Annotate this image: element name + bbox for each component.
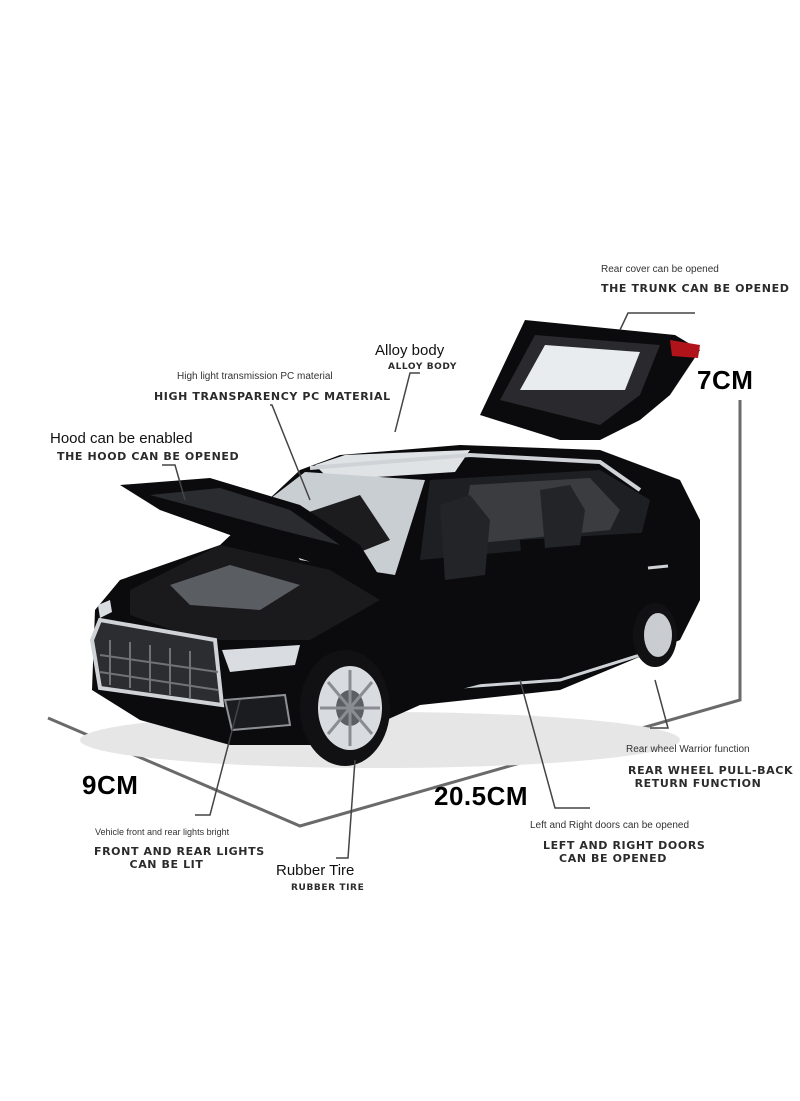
rearwheel-title-label: REAR WHEEL PULL-BACK RETURN FUNCTION <box>628 764 794 790</box>
front-end <box>89 600 300 732</box>
rearwheel-title-line1: REAR WHEEL PULL-BACK <box>628 764 794 777</box>
trunk-sub-label: Rear cover can be opened <box>601 264 719 275</box>
trunk-lid <box>480 320 700 440</box>
length-dimension-label: 20.5CM <box>434 781 529 811</box>
tire-title-label: RUBBER TIRE <box>291 883 365 893</box>
hood-title-label: THE HOOD CAN BE OPENED <box>57 450 240 463</box>
front-wheel <box>300 650 390 766</box>
width-dimension-label: 9CM <box>82 770 139 800</box>
trunk-title-label: THE TRUNK CAN BE OPENED <box>601 282 790 295</box>
tire-sub-label: Rubber Tire <box>276 862 355 879</box>
alloy-title-label: ALLOY BODY <box>388 362 457 372</box>
glass-title-label: HIGH TRANSPARENCY PC MATERIAL <box>154 390 391 403</box>
height-dimension-label: 7CM <box>697 365 754 395</box>
rear-wheel <box>633 603 677 667</box>
hood <box>120 478 385 640</box>
doors-title-label: LEFT AND RIGHT DOORS CAN BE OPENED <box>543 839 706 865</box>
alloy-sub-label: Alloy body <box>375 342 445 359</box>
lights-sub-label: Vehicle front and rear lights bright <box>95 827 230 837</box>
doors-title-line2: CAN BE OPENED <box>559 852 667 865</box>
seats <box>440 485 585 580</box>
lights-title-line1: FRONT AND REAR LIGHTS <box>94 845 265 858</box>
hood-sub-label: Hood can be enabled <box>50 430 193 447</box>
doors-title-line1: LEFT AND RIGHT DOORS <box>543 839 706 852</box>
lights-title-label: FRONT AND REAR LIGHTS CAN BE LIT <box>94 845 265 871</box>
rearwheel-title-line2: RETURN FUNCTION <box>634 777 762 790</box>
callout-lines <box>162 312 695 859</box>
glass-sub-label: High light transmission PC material <box>177 371 333 382</box>
rearwheel-sub-label: Rear wheel Warrior function <box>626 744 750 755</box>
doors-sub-label: Left and Right doors can be opened <box>530 820 690 831</box>
lights-title-line2: CAN BE LIT <box>129 858 204 871</box>
